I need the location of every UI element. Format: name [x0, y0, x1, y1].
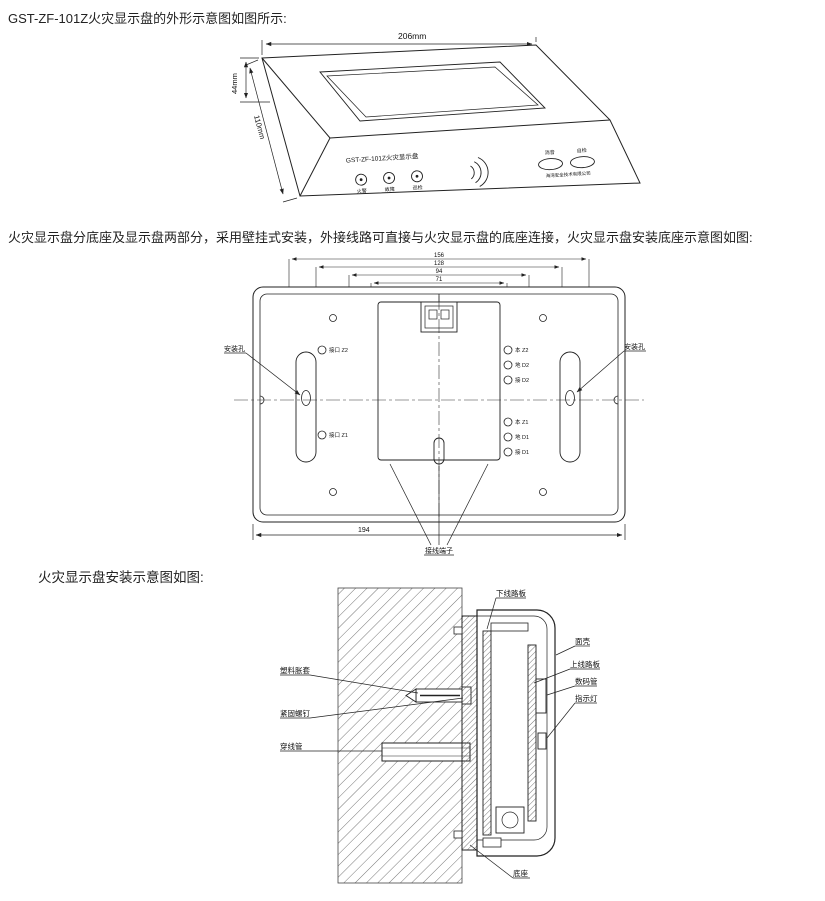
dim-label: 71: [436, 277, 443, 283]
intro-text: GST-ZF-101Z火灾显示盘的外形示意图如图所示:: [8, 11, 287, 26]
bottom-clip: [482, 837, 502, 848]
base-body: [252, 286, 626, 523]
install-drawing: 塑料胀套 紧固螺钉 穿线管 下线路板 面壳 上线路板: [280, 587, 600, 884]
lamp-leader: [546, 702, 597, 739]
terminal-label: 接 D2: [515, 376, 529, 384]
dim-width-label: 206mm: [398, 31, 426, 41]
terminal-label: 接 D1: [515, 448, 529, 456]
digit-label: 数码管: [575, 676, 598, 686]
dim-label: 156: [434, 253, 445, 259]
front-panel: GST-ZF-101Z火灾显示盘 火警 故障 巡检 消音 自检: [346, 147, 595, 195]
mount-hole-left-label: 安装孔: [224, 344, 245, 353]
lamp-label: 指示灯: [575, 693, 598, 703]
button-label: 自检: [577, 147, 587, 155]
terminal-label: 本 Z1: [515, 418, 528, 426]
mount-hole-right-label: 安装孔: [624, 342, 645, 351]
base-label: 底座: [513, 868, 528, 878]
wall-screw-bottom: [453, 830, 463, 839]
device-body: [261, 44, 641, 197]
terminal-strip-label: 接线端子: [425, 546, 453, 555]
mount-slot-left: [295, 351, 317, 463]
indicator-lamp: [537, 732, 547, 750]
mount-hole-left-leader: [224, 352, 301, 396]
wall-section: [337, 587, 463, 884]
terminal-strip-leaders: [389, 463, 489, 556]
terminal-label: 接口 Z2: [329, 346, 348, 354]
wall-screw-top: [453, 626, 463, 635]
indicator-label: 火警: [357, 187, 367, 195]
dim-height-label: 44mm: [230, 73, 239, 94]
face-shell-leader: [555, 645, 590, 656]
lamp-dot: [387, 176, 391, 180]
base-figure: 156 128 94 71: [220, 250, 670, 567]
screen-outer: [319, 61, 547, 122]
selftest-button: [570, 156, 595, 169]
top-bracket: [490, 622, 529, 632]
brand-line: 海湾安全技术有限公司: [546, 170, 591, 180]
dimension-lines: [240, 37, 537, 203]
base-drawing: 156 128 94 71: [224, 253, 646, 556]
lower-board-label: 下线路板: [496, 588, 526, 598]
button-label: 消音: [545, 149, 555, 157]
terminal-label: 地 D2: [515, 361, 529, 369]
digit-display: [535, 678, 547, 714]
device-silhouette: [261, 44, 641, 197]
mount-hole-right-leader: [576, 350, 646, 393]
upper-board-label: 上线路板: [570, 659, 600, 669]
outline-drawing: 206mm 44mm 110mm GST-ZF-101Z火灾显示盘 火警 故障 …: [230, 31, 641, 203]
buzzer: [501, 811, 519, 829]
conduit: [381, 742, 471, 762]
install-figure: 塑料胀套 紧固螺钉 穿线管 下线路板 面壳 上线路板: [270, 583, 670, 898]
indicator-label: 巡检: [413, 184, 423, 192]
terminal-label: 接口 Z1: [329, 431, 348, 439]
screw-label: 紧固螺钉: [280, 708, 310, 718]
base-description-text: 火灾显示盘分底座及显示盘两部分，采用壁挂式安装，外接线路可直接与火灾显示盘的底座…: [8, 230, 753, 245]
indicator-label: 故障: [385, 186, 395, 194]
base-leader: [469, 844, 530, 879]
digit-leader: [546, 685, 597, 696]
mount-slot-right: [559, 351, 581, 463]
base-plate: [461, 615, 478, 851]
housing-inner: [477, 615, 548, 841]
sleeve-label: 塑料胀套: [280, 665, 310, 675]
lower-circuit-board: [482, 630, 492, 836]
sleeve-leader: [280, 674, 419, 694]
dim-label: 94: [436, 269, 443, 275]
dim-label: 128: [434, 261, 445, 267]
upper-board-leader: [533, 668, 600, 684]
mute-button: [538, 158, 563, 171]
speaker-icon: [470, 157, 489, 187]
upper-circuit-board: [527, 644, 537, 822]
dim-depth-label: 110mm: [252, 114, 267, 140]
install-caption-text: 火灾显示盘安装示意图如图:: [38, 570, 204, 585]
screw-leader: [280, 697, 464, 719]
top-dimensions: [288, 257, 590, 346]
buzzer-box: [495, 806, 525, 834]
lower-board-leader: [486, 597, 526, 630]
terminal-label: 本 Z2: [515, 346, 528, 354]
lamp-dot: [359, 178, 363, 182]
conduit-label: 穿线管: [280, 741, 303, 751]
screen-inner: [326, 66, 539, 118]
dim-bottom-label: 194: [358, 527, 370, 534]
terminal-label: 地 D1: [515, 433, 529, 441]
face-shell-label: 面壳: [575, 636, 590, 646]
outline-figure: 206mm 44mm 110mm GST-ZF-101Z火灾显示盘 火警 故障 …: [220, 26, 670, 231]
lamp-dot: [415, 174, 419, 178]
